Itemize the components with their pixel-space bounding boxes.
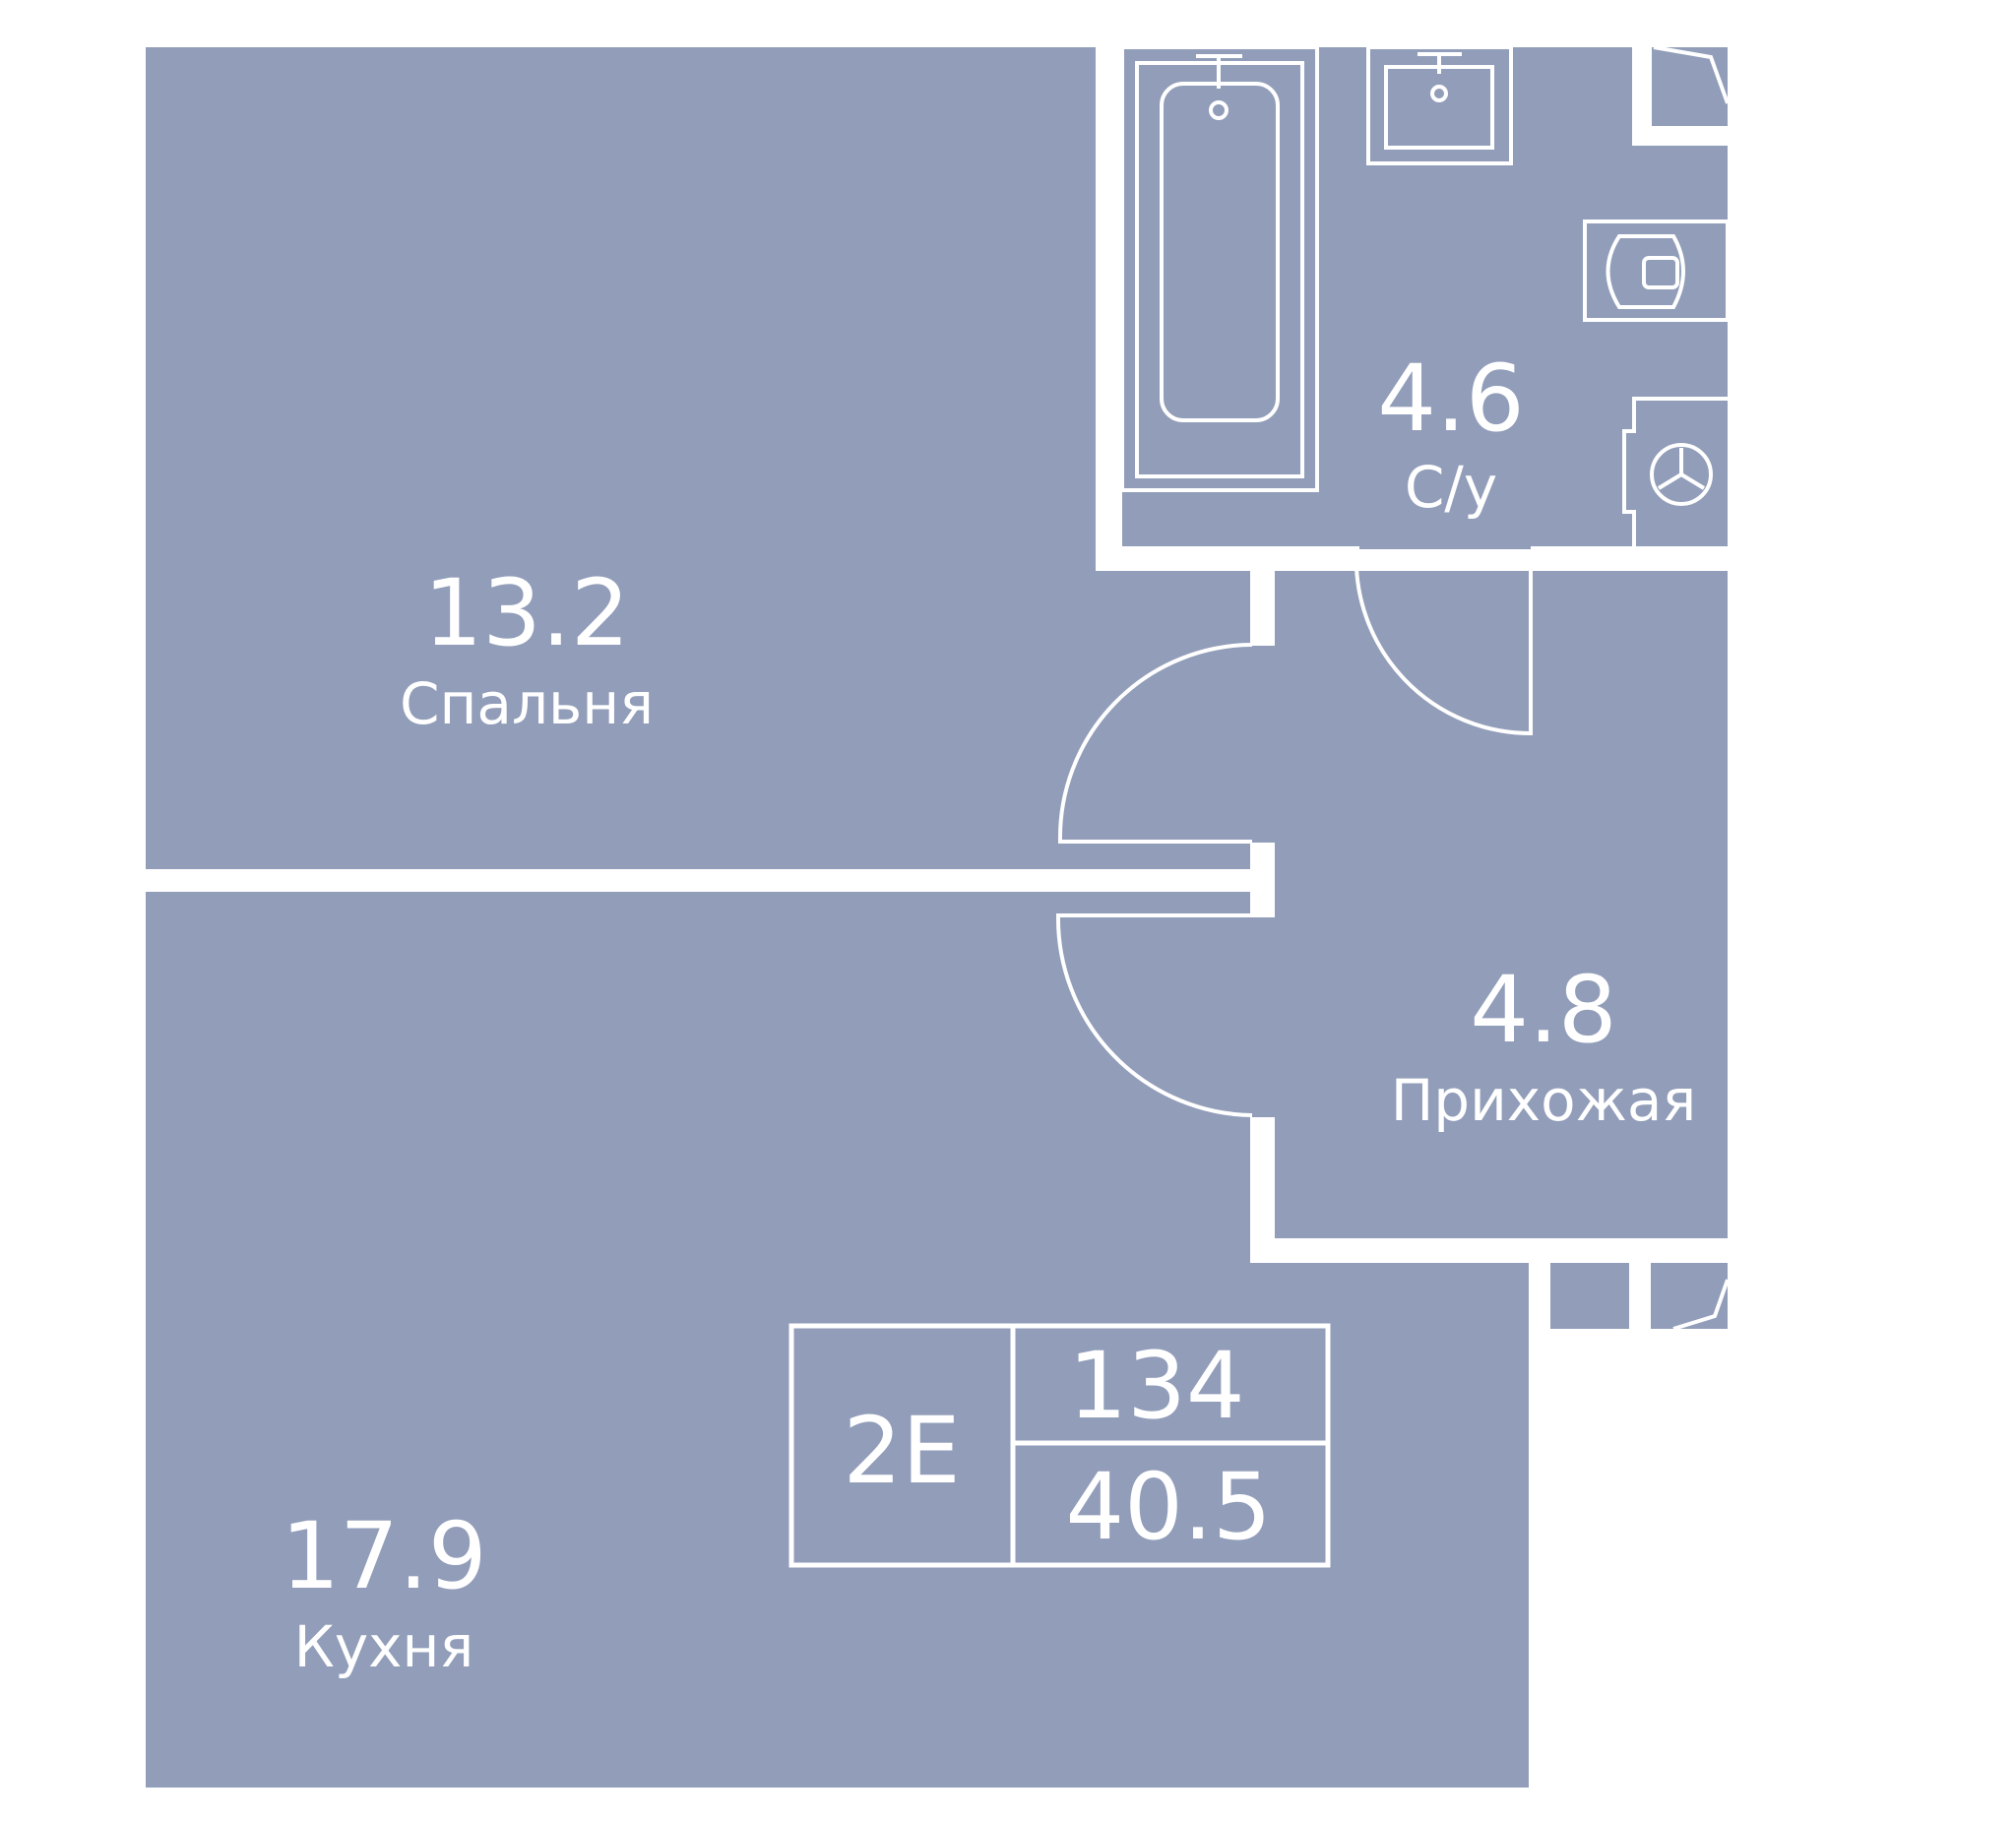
walls bbox=[146, 47, 1728, 1329]
sink-icon bbox=[1366, 45, 1513, 165]
wall-top-right-a bbox=[1632, 47, 1652, 146]
wall-corridor-mid bbox=[1250, 843, 1275, 917]
bedroom-door-swing[interactable] bbox=[1057, 643, 1253, 844]
apartment-type: 2E bbox=[843, 1398, 960, 1505]
toilet-icon bbox=[1583, 220, 1730, 322]
apartment-total-area: 40.5 bbox=[1065, 1454, 1271, 1561]
closet-door-swing[interactable] bbox=[1672, 1279, 1730, 1331]
room-labels: 13.2 Спальня 4.6 С/у 4.8 Прихожая 17.9 К… bbox=[281, 345, 1696, 1680]
bathroom-name: С/у bbox=[1405, 454, 1497, 521]
room-fills bbox=[146, 47, 1728, 1788]
bathroom-door-swing[interactable] bbox=[1354, 550, 1533, 736]
wall-top-right-b bbox=[1632, 126, 1728, 146]
hallway-floor[interactable] bbox=[1275, 571, 1728, 1240]
floor-drain-icon bbox=[1622, 397, 1728, 546]
wall-closet-left bbox=[1529, 1263, 1550, 1329]
kitchen-area: 17.9 bbox=[281, 1503, 486, 1610]
kitchen-name: Кухня bbox=[294, 1613, 474, 1680]
kitchen-door-swing[interactable] bbox=[1055, 913, 1253, 1117]
wall-corridor-low bbox=[1250, 1117, 1275, 1245]
bedroom-name: Спальня bbox=[400, 670, 654, 737]
wall-hall-bottom bbox=[1250, 1238, 1728, 1263]
bathroom-area: 4.6 bbox=[1377, 345, 1525, 453]
doors bbox=[1055, 45, 1730, 1331]
apartment-badge: 2E 134 40.5 bbox=[788, 1323, 1331, 1568]
corridor-floor[interactable] bbox=[1096, 571, 1275, 1122]
bathroom-floor[interactable] bbox=[1122, 47, 1728, 549]
top-closet-door[interactable] bbox=[1653, 45, 1730, 104]
hallway-area: 4.8 bbox=[1470, 957, 1617, 1064]
hallway-name: Прихожая bbox=[1391, 1067, 1697, 1134]
wall-closet-mid bbox=[1629, 1263, 1651, 1329]
bedroom-floor[interactable] bbox=[146, 47, 1096, 869]
wall-bath-bottom-right bbox=[1531, 546, 1728, 569]
wall-corridor-top bbox=[1250, 569, 1275, 646]
bathtub-icon bbox=[1120, 45, 1319, 492]
wall-bath-left bbox=[1096, 47, 1122, 569]
bedroom-area: 13.2 bbox=[423, 560, 629, 667]
wall-bath-bottom-left bbox=[1096, 546, 1359, 569]
wall-bedroom-kitchen bbox=[146, 869, 1273, 892]
apartment-number: 134 bbox=[1068, 1333, 1244, 1440]
